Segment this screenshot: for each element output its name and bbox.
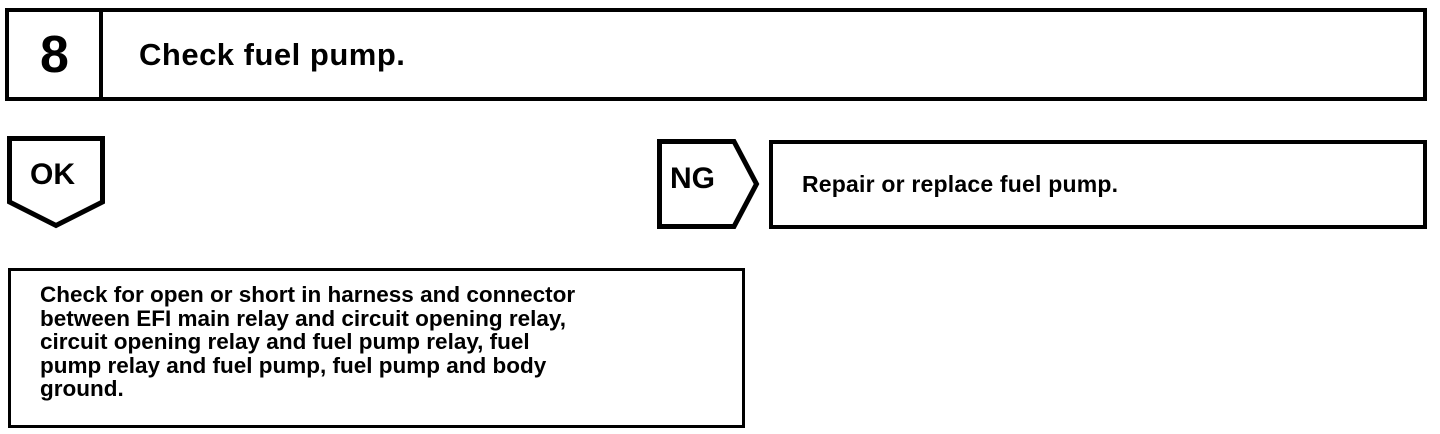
- step-header-box: 8 Check fuel pump.: [5, 8, 1427, 101]
- step-number-cell: 8: [9, 12, 103, 97]
- step-title-cell: Check fuel pump.: [107, 12, 1423, 97]
- repair-action-text: Repair or replace fuel pump.: [802, 171, 1119, 197]
- branch-label-ng: NG: [670, 162, 715, 195]
- instruction-box: Check for open or short in harness and c…: [8, 268, 745, 428]
- branch-badge-ng: NG: [657, 139, 760, 229]
- instruction-text: Check for open or short in harness and c…: [40, 282, 576, 401]
- pentagon-right-icon: [657, 139, 760, 229]
- repair-action-box: Repair or replace fuel pump.: [769, 140, 1427, 229]
- step-title: Check fuel pump.: [139, 37, 406, 72]
- pentagon-down-icon: [7, 136, 105, 229]
- step-number: 8: [40, 25, 69, 84]
- branch-label-ok: OK: [30, 158, 75, 191]
- branch-badge-ok: OK: [7, 136, 105, 229]
